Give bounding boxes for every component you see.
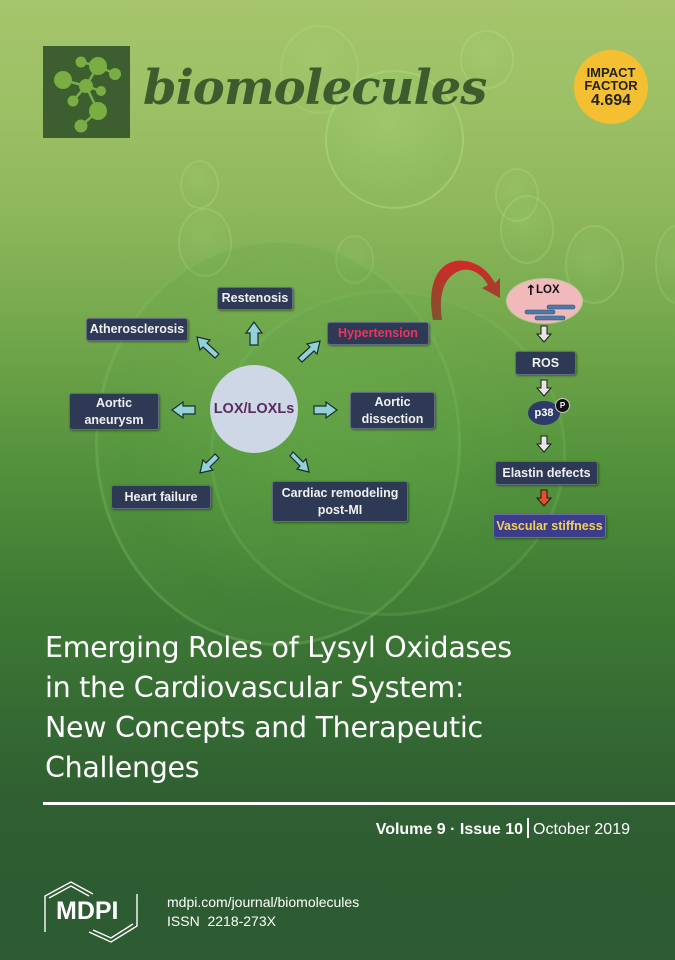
background-cell (500, 195, 554, 264)
article-title-line: in the Cardiovascular System: (45, 671, 465, 704)
outcome-cardiac-remodeling-line1: Cardiac remodeling (281, 485, 399, 500)
article-title: Emerging Roles of Lysyl Oxidases in the … (45, 628, 645, 788)
divider (43, 802, 675, 805)
background-cell (655, 225, 675, 304)
increase-arrow-icon: ↑ (525, 283, 537, 299)
pathway-step-elastin-defects: Elastin defects (495, 461, 598, 485)
background-cell (565, 225, 624, 304)
outcome-restenosis: Restenosis (217, 287, 293, 310)
outcome-atherosclerosis: Atherosclerosis (86, 318, 188, 341)
outcome-hypertension: Hypertension (327, 322, 429, 345)
journal-url[interactable]: mdpi.com/journal/biomolecules (167, 894, 360, 910)
journal-logo (43, 46, 130, 138)
journal-name: biomolecules (143, 60, 487, 116)
outcome-cardiac-remodeling: Cardiac remodeling post-MI (272, 481, 408, 522)
pathway-arrow (535, 325, 553, 343)
impact-factor-value: 4.694 (590, 91, 632, 109)
pathway-step-vascular-stiffness: Vascular stiffness (493, 514, 606, 538)
impact-factor-badge: IMPACT FACTOR 4.694 (574, 50, 648, 124)
article-title-line: Emerging Roles of Lysyl Oxidases (45, 631, 512, 664)
background-cell (325, 70, 464, 209)
lox-oval (507, 279, 582, 323)
separator-bar (527, 818, 530, 838)
phosphorylation-badge: P (555, 398, 570, 413)
outcome-aortic-aneurysm: Aortic aneurysm (69, 393, 159, 430)
outcome-aortic-dissection-line1: Aortic (374, 394, 411, 409)
background-large-cell (210, 290, 566, 616)
article-title-line: New Concepts and Therapeutic (45, 711, 483, 744)
publisher-info: mdpi.com/journal/biomolecules ISSN 2218-… (167, 893, 359, 931)
background-cell (460, 30, 514, 89)
impact-factor-label-2: FACTOR (584, 77, 638, 93)
mdpi-logo (43, 880, 139, 944)
issn: ISSN 2218-273X (167, 913, 276, 929)
molecule-icon (54, 56, 121, 133)
publisher-name: MDPI (56, 897, 119, 925)
separator-dot: · (450, 821, 456, 838)
outcome-aortic-aneurysm-line1: Aortic (95, 395, 133, 410)
pathway-step-lox: LOX (536, 284, 560, 296)
outcome-aortic-aneurysm-line2: aneurysm (84, 412, 144, 427)
impact-factor-label-1: IMPACT (586, 64, 636, 80)
pathway-step-p38: p38 (528, 401, 560, 425)
article-title-line: Challenges (45, 751, 200, 784)
pathway-step-ros: ROS (515, 351, 576, 375)
issue-date: October 2019 (533, 821, 630, 838)
volume: Volume 9 (375, 821, 446, 838)
outcome-aortic-dissection-line2: dissection (361, 411, 424, 426)
background-cell (280, 25, 359, 114)
lox-loxls-center: LOX/LOXLs (210, 365, 298, 453)
outcome-aortic-dissection: Aortic dissection (350, 392, 435, 429)
outcome-heart-failure: Heart failure (111, 485, 211, 509)
issue-info: Volume 9 · Issue 10 October 2019 (376, 818, 630, 839)
fiber-icon (524, 304, 576, 321)
hexagon-icon (44, 881, 138, 943)
issue-number: Issue 10 (459, 821, 524, 838)
outcome-cardiac-remodeling-line2: post-MI (317, 502, 363, 517)
background-cell (180, 160, 219, 209)
